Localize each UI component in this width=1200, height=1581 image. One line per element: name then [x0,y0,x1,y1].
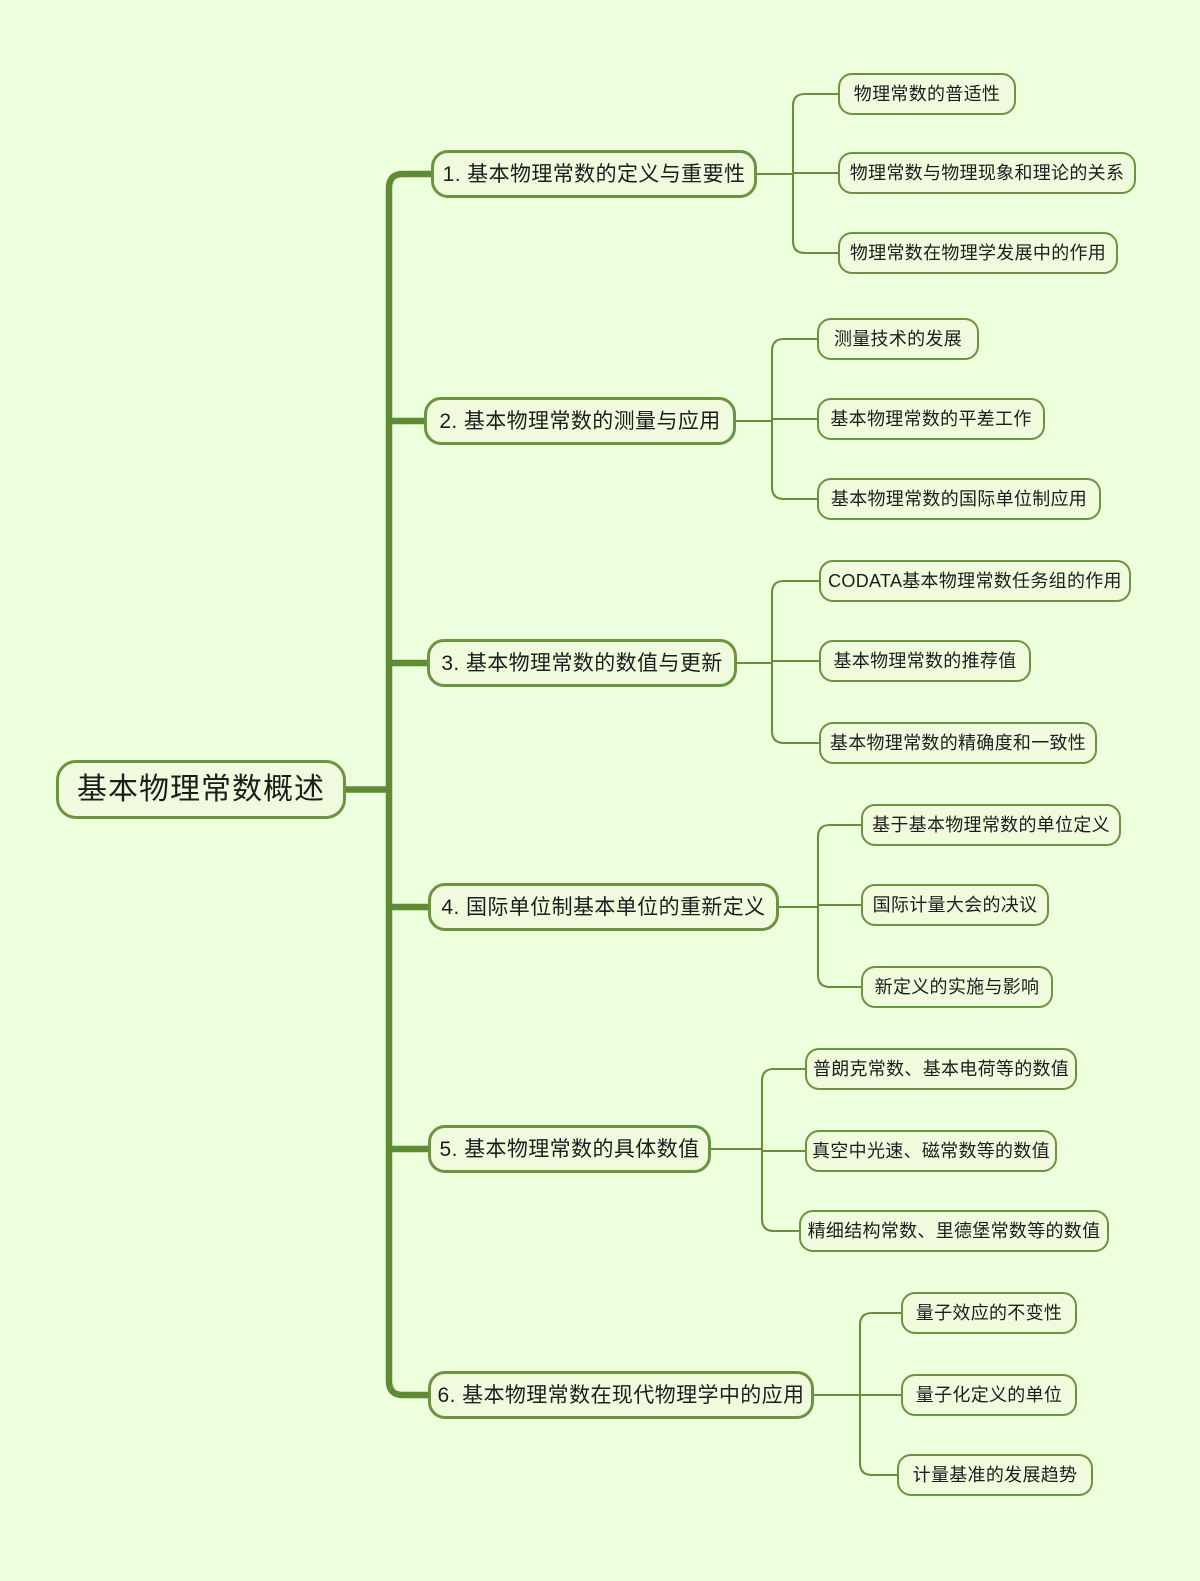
branch-node-1[interactable]: 1. 基本物理常数的定义与重要性 [431,150,757,198]
leaf-node-2-2[interactable]: 基本物理常数的平差工作 [817,398,1045,440]
branch-node-5[interactable]: 5. 基本物理常数的具体数值 [428,1125,711,1173]
branch-node-1-label: 1. 基本物理常数的定义与重要性 [442,162,746,186]
leaf-node-4-3[interactable]: 新定义的实施与影响 [861,966,1053,1008]
leaf-node-1-1[interactable]: 物理常数的普适性 [838,73,1016,115]
leaf-node-2-1-label: 测量技术的发展 [833,329,963,349]
leaf-node-5-2[interactable]: 真空中光速、磁常数等的数值 [805,1130,1057,1172]
leaf-node-2-1[interactable]: 测量技术的发展 [817,318,979,360]
leaf-node-4-1-label: 基于基本物理常数的单位定义 [872,815,1110,835]
leaf-node-4-1[interactable]: 基于基本物理常数的单位定义 [861,804,1121,846]
branch-node-5-label: 5. 基本物理常数的具体数值 [439,1137,700,1161]
leaf-connector-1-3 [791,174,838,255]
leaf-node-6-3[interactable]: 计量基准的发展趋势 [897,1454,1093,1496]
leaf-node-2-2-label: 基本物理常数的平差工作 [830,409,1032,429]
leaf-node-5-3[interactable]: 精细结构常数、里德堡常数等的数值 [799,1210,1109,1252]
root-node-label: 基本物理常数概述 [77,772,325,806]
leaf-connector-5-1 [760,1067,805,1149]
branch-node-6-label: 6. 基本物理常数在现代物理学中的应用 [437,1383,805,1407]
leaf-node-3-1[interactable]: CODATA基本物理常数任务组的作用 [819,560,1131,602]
leaf-node-5-1[interactable]: 普朗克常数、基本电荷等的数值 [805,1048,1077,1090]
leaf-node-1-2-label: 物理常数与物理现象和理论的关系 [849,163,1125,183]
leaf-connector-2-1 [770,337,817,421]
leaf-node-1-2[interactable]: 物理常数与物理现象和理论的关系 [838,152,1136,194]
branch-node-2-label: 2. 基本物理常数的测量与应用 [439,409,721,433]
branch-node-2[interactable]: 2. 基本物理常数的测量与应用 [424,397,736,445]
leaf-node-4-2-label: 国际计量大会的决议 [872,895,1038,915]
leaf-node-5-2-label: 真空中光速、磁常数等的数值 [812,1141,1050,1161]
leaf-connector-5-3 [760,1149,799,1233]
branch-node-3-label: 3. 基本物理常数的数值与更新 [441,651,723,675]
trunk-elbow-top [385,170,431,189]
leaf-node-2-3[interactable]: 基本物理常数的国际单位制应用 [817,478,1101,520]
leaf-node-6-1[interactable]: 量子效应的不变性 [901,1292,1077,1334]
leaf-node-6-2[interactable]: 量子化定义的单位 [901,1374,1077,1416]
trunk-elbow-bottom [385,1380,428,1399]
leaf-node-3-3[interactable]: 基本物理常数的精确度和一致性 [819,722,1097,764]
leaf-node-1-1-label: 物理常数的普适性 [853,84,1001,104]
root-node[interactable]: 基本物理常数概述 [56,760,346,819]
leaf-node-3-2-label: 基本物理常数的推荐值 [833,651,1017,671]
leaf-connector-4-3 [816,907,861,989]
leaf-node-3-3-label: 基本物理常数的精确度和一致性 [829,733,1087,753]
leaf-node-5-1-label: 普朗克常数、基本电荷等的数值 [812,1059,1070,1079]
leaf-connector-3-3 [770,663,819,745]
leaf-connector-3-1 [770,579,819,663]
leaf-node-4-3-label: 新定义的实施与影响 [874,977,1040,997]
leaf-node-6-2-label: 量子化定义的单位 [915,1385,1063,1405]
leaf-connector-6-1 [858,1311,901,1395]
leaf-connector-1-1 [791,92,838,174]
leaf-connector-4-1 [816,823,861,907]
leaf-node-1-3-label: 物理常数在物理学发展中的作用 [849,243,1107,263]
leaf-connector-6-3 [858,1395,897,1477]
leaf-node-6-3-label: 计量基准的发展趋势 [912,1465,1078,1485]
leaf-node-3-2[interactable]: 基本物理常数的推荐值 [819,640,1031,682]
leaf-node-6-1-label: 量子效应的不变性 [915,1303,1063,1323]
branch-node-6[interactable]: 6. 基本物理常数在现代物理学中的应用 [428,1371,814,1419]
leaf-node-1-3[interactable]: 物理常数在物理学发展中的作用 [838,232,1118,274]
leaf-node-5-3-label: 精细结构常数、里德堡常数等的数值 [807,1221,1101,1241]
leaf-connector-2-3 [770,421,817,501]
leaf-node-4-2[interactable]: 国际计量大会的决议 [861,884,1049,926]
branch-node-4-label: 4. 国际单位制基本单位的重新定义 [441,895,766,919]
leaf-node-3-1-label: CODATA基本物理常数任务组的作用 [828,571,1122,591]
leaf-node-2-3-label: 基本物理常数的国际单位制应用 [830,489,1088,509]
branch-node-3[interactable]: 3. 基本物理常数的数值与更新 [427,639,737,687]
branch-node-4[interactable]: 4. 国际单位制基本单位的重新定义 [428,883,779,931]
